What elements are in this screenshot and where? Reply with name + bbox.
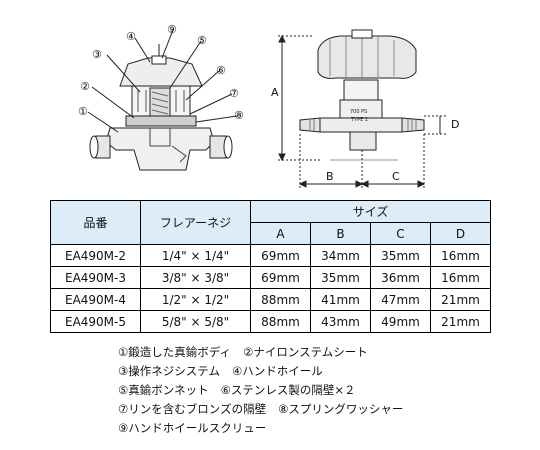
callout-5: ⑤ bbox=[197, 34, 207, 47]
dim-label-b: B bbox=[326, 170, 334, 183]
callout-numbers: ③ ④ ⑨ ⑤ ⑥ ⑦ ⑧ ② ① bbox=[78, 23, 244, 122]
header-d: D bbox=[429, 222, 492, 245]
cell-model: EA490M-4 bbox=[50, 288, 141, 311]
cell-model: EA490M-2 bbox=[50, 244, 141, 267]
part-item: ⑧スプリングワッシャー bbox=[278, 402, 404, 416]
dimension-drawing bbox=[278, 29, 446, 190]
parts-row: ⑦リンを含むブロンズの隔壁 ⑧スプリングワッシャー bbox=[118, 400, 403, 419]
dimension-labels: A D B C bbox=[271, 86, 459, 183]
parts-row: ①鍛造した真鍮ボディ ②ナイロンステムシート bbox=[118, 343, 403, 362]
part-item: ⑥ステンレス製の隔壁×２ bbox=[220, 383, 356, 397]
valve-figures: ③ ④ ⑨ ⑤ ⑥ ⑦ ⑧ ② ① bbox=[78, 23, 459, 190]
cell-flare: 1/4" × 1/4" bbox=[140, 244, 251, 267]
bonnet-marking: 700 PS TYPE 1 bbox=[350, 109, 368, 123]
part-item: ①鍛造した真鍮ボディ bbox=[118, 345, 232, 359]
cell-b: 41mm bbox=[310, 288, 371, 311]
cell-model: EA490M-5 bbox=[50, 310, 141, 333]
part-item: ⑤真鍮ボンネット bbox=[118, 383, 209, 397]
header-size: サイズ bbox=[249, 200, 492, 223]
table-row: EA490M-3 3/8" × 3/8" 69mm 35mm 36mm 16mm bbox=[50, 266, 492, 289]
dim-label-d: D bbox=[451, 118, 459, 131]
header-flare: フレアーネジ bbox=[140, 200, 251, 245]
header-model: 品番 bbox=[50, 200, 141, 245]
dim-label-c: C bbox=[392, 170, 400, 183]
cell-model: EA490M-3 bbox=[50, 266, 141, 289]
cell-c: 35mm bbox=[370, 244, 431, 267]
cell-d: 16mm bbox=[429, 266, 492, 289]
cell-flare: 3/8" × 3/8" bbox=[140, 266, 251, 289]
callout-7: ⑦ bbox=[229, 87, 239, 100]
cell-c: 47mm bbox=[370, 288, 431, 311]
callout-1: ① bbox=[78, 105, 88, 118]
parts-row: ⑨ハンドホイールスクリュー bbox=[118, 419, 403, 438]
cell-b: 34mm bbox=[310, 244, 371, 267]
cell-flare: 1/2" × 1/2" bbox=[140, 288, 251, 311]
cell-flare: 5/8" × 5/8" bbox=[140, 310, 251, 333]
parts-row: ⑤真鍮ボンネット ⑥ステンレス製の隔壁×２ bbox=[118, 381, 403, 400]
part-item: ④ハンドホイール bbox=[231, 364, 323, 378]
header-a: A bbox=[250, 222, 311, 245]
cutaway-diagram bbox=[87, 29, 238, 171]
callout-4: ④ bbox=[126, 30, 136, 43]
cell-a: 69mm bbox=[250, 244, 311, 267]
cell-a: 88mm bbox=[250, 288, 311, 311]
callout-9: ⑨ bbox=[167, 23, 177, 36]
cell-d: 16mm bbox=[429, 244, 492, 267]
table-row: EA490M-4 1/2" × 1/2" 88mm 41mm 47mm 21mm bbox=[50, 288, 492, 311]
part-item: ⑨ハンドホイールスクリュー bbox=[118, 421, 267, 435]
bonnet-text-1: 700 PS bbox=[350, 109, 367, 115]
callout-8: ⑧ bbox=[234, 109, 244, 122]
callout-3: ③ bbox=[92, 48, 102, 61]
cell-c: 36mm bbox=[370, 266, 431, 289]
cell-d: 21mm bbox=[429, 288, 492, 311]
header-c: C bbox=[370, 222, 431, 245]
part-item: ②ナイロンステムシート bbox=[243, 345, 368, 359]
callout-2: ② bbox=[80, 80, 90, 93]
table-row: EA490M-2 1/4" × 1/4" 69mm 34mm 35mm 16mm bbox=[50, 244, 492, 267]
cell-b: 43mm bbox=[310, 310, 371, 333]
cell-c: 49mm bbox=[370, 310, 431, 333]
dim-label-a: A bbox=[271, 86, 279, 99]
callout-6: ⑥ bbox=[216, 64, 226, 77]
cell-a: 88mm bbox=[250, 310, 311, 333]
spec-table: 品番 フレアーネジ サイズ A B C D EA490M-2 1/4" × 1/… bbox=[50, 200, 492, 333]
cell-d: 21mm bbox=[429, 310, 492, 333]
cell-b: 35mm bbox=[310, 266, 371, 289]
cell-a: 69mm bbox=[250, 266, 311, 289]
parts-row: ③操作ネジシステム ④ハンドホイール bbox=[118, 362, 403, 381]
part-item: ③操作ネジシステム bbox=[118, 364, 220, 378]
part-item: ⑦リンを含むブロンズの隔壁 bbox=[118, 402, 267, 416]
header-b: B bbox=[310, 222, 371, 245]
bonnet-text-2: TYPE 1 bbox=[350, 117, 368, 123]
table-row: EA490M-5 5/8" × 5/8" 88mm 43mm 49mm 21mm bbox=[50, 310, 492, 333]
